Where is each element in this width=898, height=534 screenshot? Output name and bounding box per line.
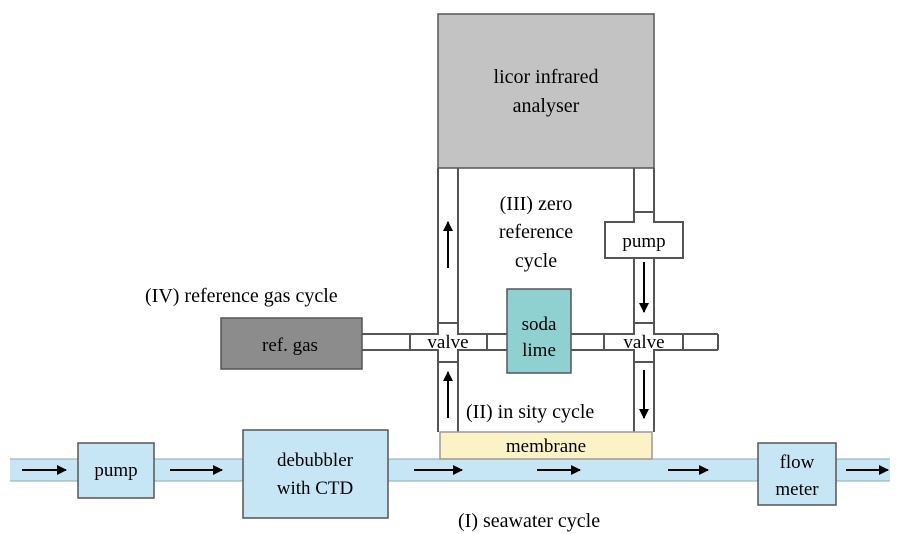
debubbler-box [242, 429, 389, 519]
soda-lime-label-line1: soda [522, 314, 557, 335]
ref-gas-label: ref. gas [262, 335, 318, 356]
left-valve-label: valve [427, 332, 468, 353]
gas-pump [604, 211, 684, 259]
soda-lime-label-line2: lime [522, 340, 556, 361]
gas-tubing [362, 168, 719, 432]
membrane-box [439, 431, 653, 460]
flow-meter-label-line2: meter [775, 479, 819, 500]
right-valve [603, 322, 684, 363]
zero-cycle-label-line3: cycle [515, 250, 557, 272]
analyser-box [437, 13, 655, 169]
flow-meter-label-line1: flow [780, 452, 815, 473]
zero-cycle-label-line2: reference [499, 221, 573, 243]
right-valve-label: valve [623, 332, 664, 353]
zero-cycle-label-line1: (III) zero [500, 193, 573, 215]
soda-lime-box [506, 288, 572, 374]
water-pump-label: pump [94, 460, 137, 481]
seawater-line: pump debubbler with CTD flow meter [10, 429, 890, 519]
debubbler-label-line1: debubbler [277, 450, 354, 471]
analyser-label-line2: analyser [513, 95, 580, 117]
flow-meter-box [757, 442, 837, 506]
reference-gas-cycle-label: (IV) reference gas cycle [145, 285, 338, 307]
left-valve [409, 322, 488, 363]
analyser-label-line1: licor infrared [494, 66, 599, 88]
in-situ-cycle-label: (II) in sity cycle [466, 401, 594, 423]
debubbler-label-line2: with CTD [277, 478, 354, 499]
seawater-cycle-label: (I) seawater cycle [458, 510, 600, 532]
membrane-label: membrane [506, 436, 586, 457]
ref-gas-box [220, 317, 363, 370]
gas-pump-label: pump [622, 231, 665, 252]
water-pump-box [77, 442, 155, 499]
